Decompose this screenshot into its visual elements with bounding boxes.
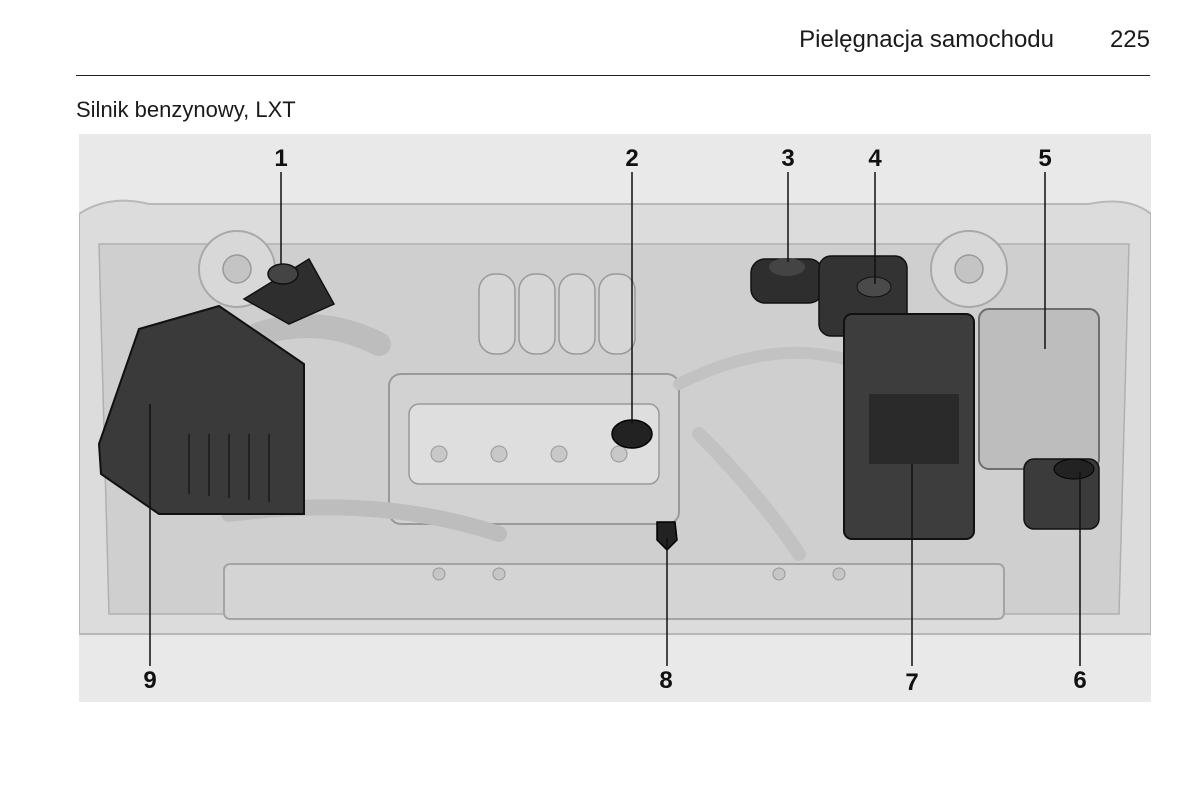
- intake-manifold: [478, 273, 636, 355]
- callout-label-5: 5: [1038, 145, 1051, 172]
- header-divider: [76, 75, 1150, 76]
- washer-fluid-cap: [1053, 458, 1095, 480]
- page-number: 225: [1109, 26, 1150, 53]
- callout-label-4: 4: [868, 145, 882, 172]
- heater-hose: [673, 346, 865, 390]
- callout-label-9: 9: [143, 667, 156, 694]
- oil-filler-cap: [611, 419, 653, 449]
- section-heading: Silnik benzynowy, LXT: [76, 97, 296, 122]
- engine-compartment-illustration: 1 2 3 4 5 6 7 8 9: [79, 134, 1151, 702]
- valve-cover: [408, 403, 660, 485]
- fuse-box: [978, 308, 1100, 470]
- oil-dipstick-handle: [656, 521, 678, 552]
- front-cross-member: [223, 563, 1005, 620]
- reservoir-left-cap: [267, 263, 299, 285]
- air-cleaner-ribs: [188, 434, 270, 502]
- callout-label-2: 2: [625, 145, 638, 172]
- intake-duct: [247, 314, 391, 356]
- radiator-hose: [692, 427, 806, 561]
- spark-plug-row: [430, 445, 628, 463]
- callout-leader-lines: [149, 172, 1081, 666]
- callout-label-8: 8: [659, 667, 672, 694]
- running-header-title: Pielęgnacja samochodu: [799, 26, 1054, 53]
- callout-label-6: 6: [1073, 667, 1086, 694]
- callout-label-1: 1: [274, 145, 287, 172]
- callout-label-7: 7: [905, 669, 918, 696]
- callout-label-3: 3: [781, 145, 794, 172]
